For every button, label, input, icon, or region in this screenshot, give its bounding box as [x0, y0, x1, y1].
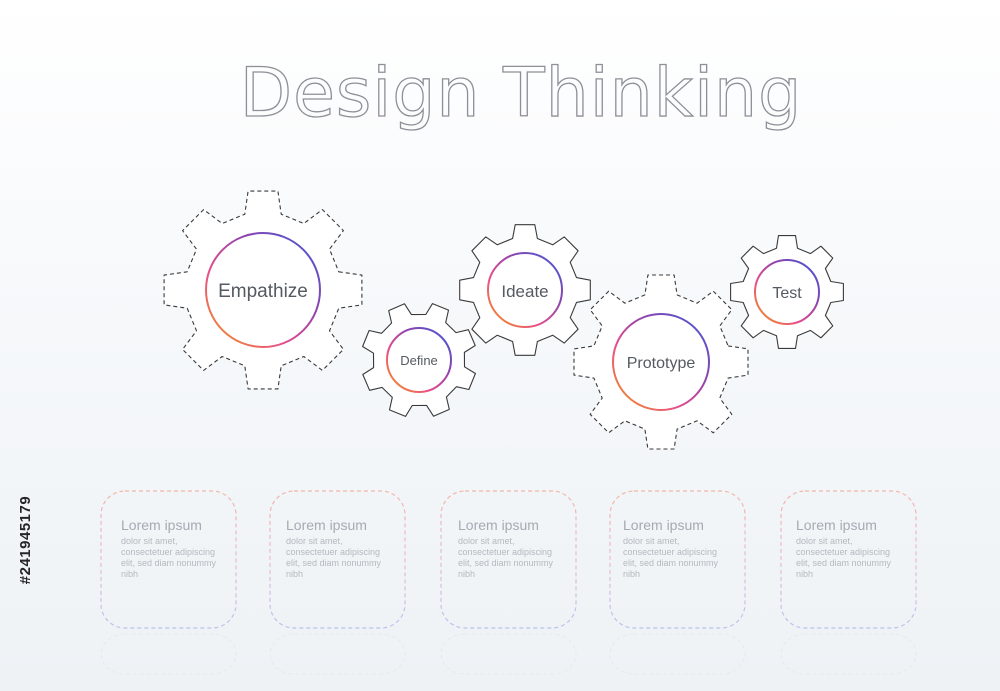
gear-prototype-label: Prototype — [627, 355, 696, 372]
gear-define-label: Define — [400, 353, 438, 368]
gear-prototype: Prototype — [573, 274, 749, 450]
gear-ideate-label: Ideate — [501, 282, 548, 301]
card-4-line-1: dolor sit amet, — [623, 536, 680, 546]
card-5-line-2: consectetuer adipiscing — [796, 547, 890, 557]
gear-test-ring — [754, 259, 820, 325]
card-5-line-4: nibh — [796, 569, 813, 579]
card-3-title: Lorem ipsum — [458, 517, 539, 533]
card-3-line-2: consectetuer adipiscing — [458, 547, 552, 557]
card-1-line-1: dolor sit amet, — [121, 536, 178, 546]
card-3-line-3: elit, sed diam nonummy — [458, 558, 554, 568]
page-title: Design Thinking — [240, 54, 803, 133]
card-1-title: Lorem ipsum — [121, 517, 202, 533]
card-3-frame — [440, 490, 577, 629]
card-2: Lorem ipsum dolor sit amet, consectetuer… — [269, 490, 406, 675]
card-1-line-4: nibh — [121, 569, 138, 579]
card-4-line-3: elit, sed diam nonummy — [623, 558, 719, 568]
card-5-frame — [780, 490, 917, 629]
stock-id-watermark: #241945179 — [17, 496, 34, 584]
card-5-reflection — [780, 633, 917, 675]
card-1-line-3: elit, sed diam nonummy — [121, 558, 217, 568]
gear-empathize: Empathize — [163, 190, 363, 390]
gear-empathize-label: Empathize — [218, 281, 308, 302]
card-5: Lorem ipsum dolor sit amet, consectetuer… — [780, 490, 917, 675]
gear-ideate-outline — [459, 224, 591, 356]
gear-empathize-outline — [163, 190, 363, 390]
card-5-line-3: elit, sed diam nonummy — [796, 558, 892, 568]
card-1-frame — [100, 490, 237, 629]
gears-group: Empathize Define Ideate Prototype Test — [163, 190, 844, 450]
card-4-line-4: nibh — [623, 569, 640, 579]
gear-test-label: Test — [772, 285, 802, 302]
gear-test: Test — [730, 235, 844, 349]
card-3: Lorem ipsum dolor sit amet, consectetuer… — [440, 490, 577, 675]
card-4-title: Lorem ipsum — [623, 517, 704, 533]
card-1: Lorem ipsum dolor sit amet, consectetuer… — [100, 490, 237, 675]
card-5-title: Lorem ipsum — [796, 517, 877, 533]
card-4-line-2: consectetuer adipiscing — [623, 547, 717, 557]
gear-empathize-ring — [205, 232, 321, 348]
card-1-line-2: consectetuer adipiscing — [121, 547, 215, 557]
gear-ideate: Ideate — [459, 224, 591, 356]
gear-define-ring — [386, 327, 452, 393]
card-2-frame — [269, 490, 406, 629]
card-2-line-4: nibh — [286, 569, 303, 579]
card-2-reflection — [269, 633, 406, 675]
card-2-line-2: consectetuer adipiscing — [286, 547, 380, 557]
gear-define: Define — [362, 303, 476, 417]
gear-ideate-ring — [487, 252, 563, 328]
cards-group: Lorem ipsum dolor sit amet, consectetuer… — [100, 490, 917, 675]
card-3-line-4: nibh — [458, 569, 475, 579]
gear-test-outline — [730, 235, 844, 349]
card-2-line-3: elit, sed diam nonummy — [286, 558, 382, 568]
card-2-title: Lorem ipsum — [286, 517, 367, 533]
card-2-line-1: dolor sit amet, — [286, 536, 343, 546]
card-4: Lorem ipsum dolor sit amet, consectetuer… — [609, 490, 746, 675]
gear-define-outline — [362, 303, 476, 417]
card-3-line-1: dolor sit amet, — [458, 536, 515, 546]
gear-prototype-outline — [573, 274, 749, 450]
card-1-reflection — [100, 633, 237, 675]
card-4-frame — [609, 490, 746, 629]
card-3-reflection — [440, 633, 577, 675]
card-4-reflection — [609, 633, 746, 675]
gear-prototype-ring — [612, 313, 710, 411]
card-5-line-1: dolor sit amet, — [796, 536, 853, 546]
